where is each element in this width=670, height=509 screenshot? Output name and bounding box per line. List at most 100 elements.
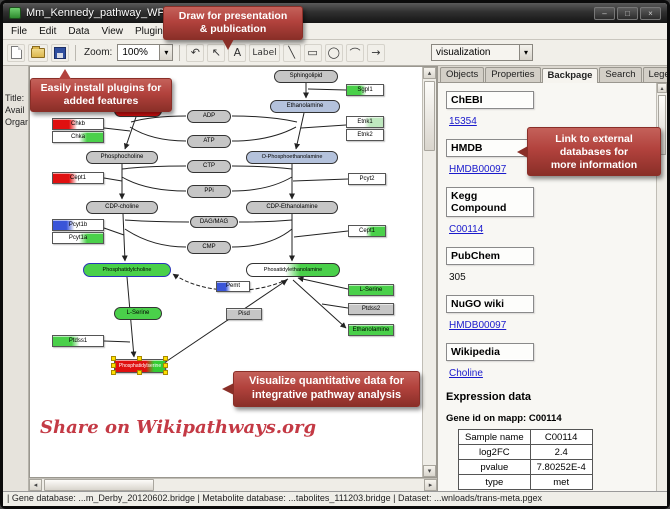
pathway-node-etnk2[interactable]: Etnk2 [346,129,384,141]
pathway-node-ethanolamine-right[interactable]: Ethanolamine [348,324,394,336]
callout-line: Draw for presentation [178,10,288,22]
pathway-node-sgpl1[interactable]: Sgpl1 [346,84,384,96]
pathway-node-phosphocholine[interactable]: Phosphocholine [86,151,158,164]
sidebar-scroll-thumb[interactable] [658,95,666,155]
pathway-node-phosphatidylcholine[interactable]: Phosphatidylcholine [83,263,171,277]
pathway-node-ptdss2[interactable]: Ptdss2 [348,303,394,315]
horizontal-scroll-track[interactable] [42,479,424,491]
callout-line: Link to external [555,133,633,145]
vertical-scroll-track[interactable] [423,79,436,465]
scroll-up-button[interactable]: ▴ [423,67,436,79]
pathway-node-l-serine-left[interactable]: L-Serine [114,307,162,320]
pathway-node-cdp-ethanolamine[interactable]: CDP-Ethanolamine [246,201,338,214]
selection-handle[interactable] [163,363,168,368]
menu-item-plugins[interactable]: Plugins [134,25,168,37]
line-tool[interactable]: ╲ [282,43,301,62]
callout-line: integrative pathway analysis [251,388,402,401]
pathway-node-l-serine-right[interactable]: L-Serine [348,284,394,296]
backpage-header-kegg-compound: Kegg Compound [446,187,534,217]
chevron-down-icon[interactable]: ▾ [159,45,173,60]
pathway-node-ptdss1[interactable]: Ptdss1 [52,335,104,347]
selection-handle[interactable] [111,356,116,361]
toolbar-separator [75,44,76,61]
horizontal-scrollbar[interactable]: ◂ ▸ [29,478,437,491]
undo-tool[interactable]: ↶ [186,43,205,62]
pathway-node-chkb[interactable]: Chkb [52,118,104,130]
backpage-value: 305 [449,272,466,283]
pathway-node-etnk1[interactable]: Etnk1 [346,116,384,128]
window-body: Mm_Kennedy_pathway_WP1771_45176.gpml –□×… [3,3,667,506]
pathway-node-pisd[interactable]: Pisd [226,308,262,320]
menu-item-edit[interactable]: Edit [39,25,57,37]
scroll-down-button[interactable]: ▾ [423,465,436,477]
tab-backpage[interactable]: Backpage [541,68,599,83]
sidebar-scrollbar[interactable]: ▴ [656,83,667,491]
tab-properties[interactable]: Properties [485,67,541,82]
menu-item-view[interactable]: View [101,25,123,37]
pathway-node-chka[interactable]: Chka [52,131,104,143]
open-file-button[interactable] [28,43,48,62]
selection-handle[interactable] [163,356,168,361]
open-file-icon [31,45,45,58]
zoom-combo[interactable]: 100% ▾ [117,44,174,61]
title-bar[interactable]: Mm_Kennedy_pathway_WP1771_45176.gpml –□× [3,3,667,23]
pathway-node-pcyt1b[interactable]: Pcyt1b [52,219,104,231]
menu-item-data[interactable]: Data [68,25,90,37]
selection-handle[interactable] [111,370,116,375]
tab-objects[interactable]: Objects [440,67,485,82]
pathway-node-ppi[interactable]: PPi [187,185,231,198]
arrow-tool[interactable]: → [366,43,385,62]
pathway-node-cdp-choline[interactable]: CDP-choline [86,201,158,214]
label-tool[interactable]: Label [249,43,280,62]
minimize-button[interactable]: – [594,6,615,20]
vertical-scrollbar[interactable]: ▴ ▾ [422,67,436,477]
menu-item-file[interactable]: File [11,25,28,37]
arc-tool[interactable]: ⌒ [345,43,364,62]
backpage-link[interactable]: Choline [449,368,483,379]
pathway-node-adp[interactable]: ADP [187,110,231,123]
maximize-button[interactable]: □ [617,6,638,20]
save-file-button[interactable] [51,43,69,62]
expression-cell: met [529,474,593,490]
zoom-value: 100% [122,47,148,58]
selection-tool[interactable]: ↖ [207,43,226,62]
tab-legend[interactable]: Legend [642,67,667,82]
pathway-node-cept1-left[interactable]: Cept1 [52,172,104,184]
pathway-node-pemt[interactable]: Pemt [216,281,250,292]
side-panel-label: Title: [5,93,25,103]
selection-handle[interactable] [137,356,142,361]
visualization-combo[interactable]: visualization ▾ [431,44,533,61]
pathway-node-ethanolamine-top[interactable]: Ethanolamine [270,100,340,113]
chevron-down-icon[interactable]: ▾ [519,45,532,60]
rectangle-tool[interactable]: ▭ [303,43,322,62]
tab-search[interactable]: Search [599,67,642,82]
sidebar-scroll-up-button[interactable]: ▴ [657,83,667,93]
selection-handle[interactable] [163,370,168,375]
backpage-link[interactable]: HMDB00097 [449,320,507,331]
selection-handle[interactable] [137,370,142,375]
close-button[interactable]: × [640,6,661,20]
pathway-node-pcyt2[interactable]: Pcyt2 [348,173,386,185]
backpage-link[interactable]: C00114 [449,224,484,235]
scroll-right-button[interactable]: ▸ [424,479,437,491]
pathway-node-ctp[interactable]: CTP [187,160,231,173]
pathway-node-o-phosphoethanolamine[interactable]: O-Phosphoethanolamine [246,151,338,164]
selection-handle[interactable] [111,363,116,368]
scroll-left-button[interactable]: ◂ [29,479,42,491]
pathway-node-cmp[interactable]: CMP [187,241,231,254]
pathway-node-dag-mag[interactable]: DAG/MAG [190,216,238,228]
new-file-button[interactable] [7,43,25,62]
backpage-link[interactable]: HMDB00097 [449,164,507,175]
pathway-node-pcyt1a[interactable]: Pcyt1a [52,232,104,244]
pathway-node-cept1-right[interactable]: Cept1 [348,225,386,237]
pathway-node-sphingolipid[interactable]: Sphingolipid [274,70,338,83]
vertical-scroll-thumb[interactable] [424,81,435,151]
oval-tool[interactable]: ◯ [324,43,343,62]
backpage-link[interactable]: 15354 [449,116,477,127]
horizontal-scroll-thumb[interactable] [44,479,154,491]
pathway-node-phosphatidylethanolamine[interactable]: Phosatidylethanolamine [246,263,340,277]
pathway-node-atp[interactable]: ATP [187,135,231,148]
